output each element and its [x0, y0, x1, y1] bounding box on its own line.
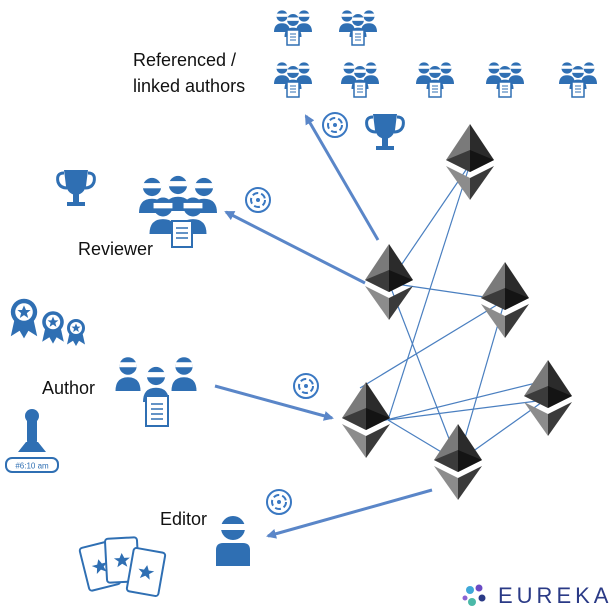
author-label: Author [42, 378, 96, 398]
author-group-icon [115, 357, 197, 427]
blockchain-nodes [342, 124, 572, 500]
ethereum-node-icon [342, 382, 390, 458]
trophy-icon [365, 112, 405, 152]
token-coin-icon [293, 373, 319, 399]
arrow-to-referenced-authors [304, 114, 380, 241]
award-medal-icon [42, 311, 64, 344]
ethereum-node-icon [481, 262, 529, 338]
referenced-authors-label-line1: Referenced / [133, 50, 237, 70]
author-group-icon [559, 62, 597, 97]
timestamp-stamp-icon: #6:10 am [5, 409, 59, 473]
trophy-icon [56, 168, 96, 208]
editor-person-icon [216, 516, 250, 566]
award-medal-icon [67, 319, 85, 346]
arrow-to-editor [266, 488, 433, 539]
author-group-icon [416, 62, 454, 97]
author-group-icon [274, 10, 312, 45]
arrow-to-reviewer [224, 210, 366, 285]
ethereum-node-icon [365, 244, 413, 320]
award-medal-icon [10, 298, 38, 339]
reward-cards [78, 536, 167, 598]
ethereum-node-icon [524, 360, 572, 436]
referenced-authors-label: Referenced / linked authors [133, 47, 273, 99]
token-coin-icon [245, 187, 271, 213]
stamp-text: #6:10 am [15, 462, 49, 471]
author-group-icon [341, 62, 379, 97]
token-coin-icon [266, 489, 292, 515]
author-group-icon [339, 10, 377, 45]
eureka-logo-text: EUREKA [498, 583, 613, 608]
star-card-icon [125, 546, 167, 598]
arrow-author-to-network [214, 384, 334, 421]
ethereum-node-icon [434, 424, 482, 500]
arrows [214, 114, 433, 539]
author-group-icon [274, 62, 312, 97]
author-group-icon [486, 62, 524, 97]
referenced-authors-label-line2: linked authors [133, 76, 246, 96]
referenced-authors-groups [274, 10, 597, 97]
reviewer-group-icon [139, 175, 217, 248]
reviewer-label: Reviewer [78, 239, 154, 259]
editor-label: Editor [160, 509, 208, 529]
eureka-swirl-icon [462, 584, 486, 606]
award-medals [10, 298, 85, 346]
token-coin-icon [322, 112, 348, 138]
network-lines [359, 163, 549, 463]
